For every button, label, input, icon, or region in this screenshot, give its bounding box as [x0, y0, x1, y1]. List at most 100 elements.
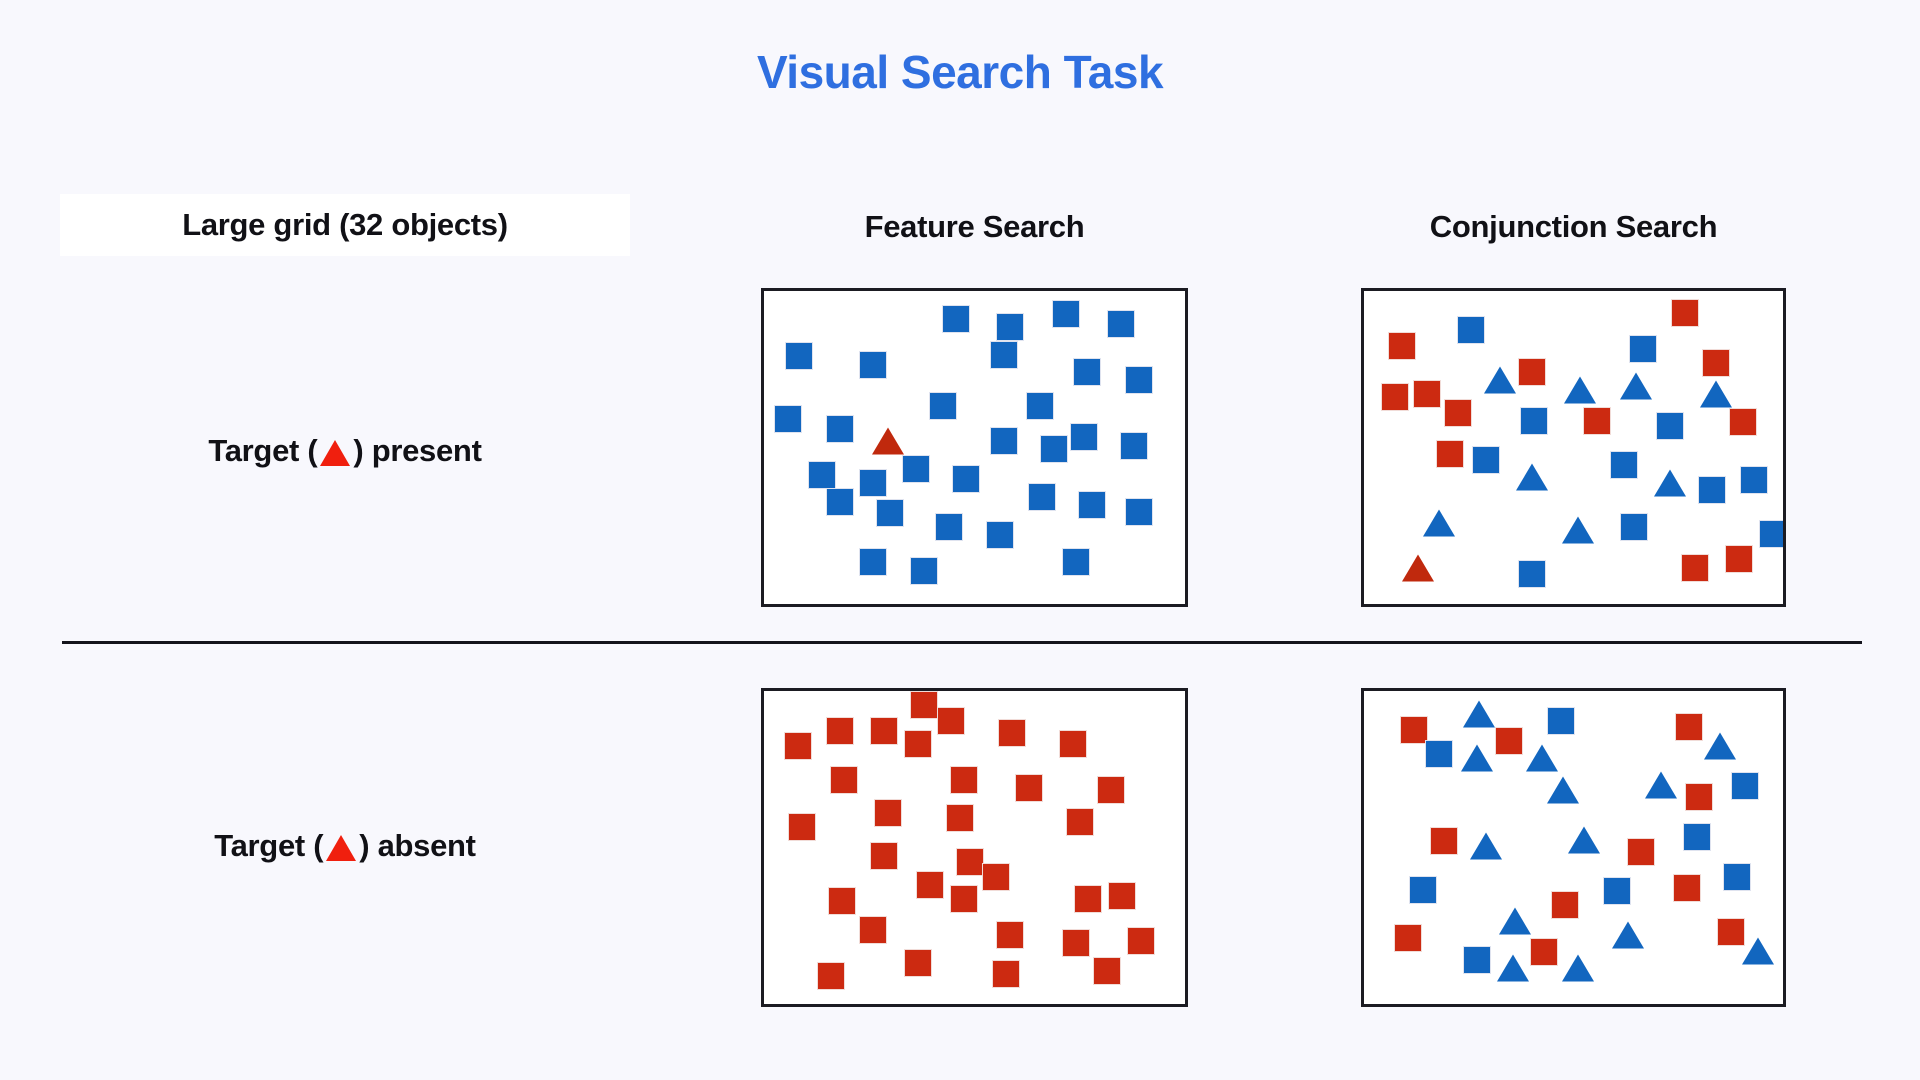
- distractor-blue-square: [928, 392, 957, 421]
- distractor-red-square: [1429, 827, 1458, 856]
- distractor-red-square: [859, 916, 888, 945]
- distractor-blue-square: [996, 312, 1025, 341]
- stimulus-panel-feature-present[interactable]: [761, 288, 1188, 607]
- distractor-red-square: [1551, 891, 1580, 920]
- distractor-blue-triangle: [1547, 776, 1580, 804]
- distractor-blue-triangle: [1699, 380, 1732, 408]
- distractor-blue-square: [1107, 309, 1135, 338]
- distractor-blue-square: [1025, 392, 1054, 421]
- distractor-blue-square: [774, 405, 803, 434]
- distractor-blue-square: [808, 461, 837, 490]
- distractor-red-square: [909, 691, 938, 720]
- distractor-blue-triangle: [1611, 921, 1644, 949]
- distractor-blue-triangle: [1561, 516, 1594, 544]
- distractor-blue-square: [952, 464, 981, 493]
- distractor-red-square: [916, 871, 945, 900]
- distractor-blue-triangle: [1563, 376, 1596, 404]
- distractor-blue-triangle: [1469, 832, 1502, 860]
- distractor-red-square: [1716, 918, 1745, 946]
- distractor-blue-square: [1456, 316, 1485, 345]
- row-label-prefix: Target (: [208, 433, 318, 468]
- distractor-red-square: [1093, 957, 1122, 986]
- distractor-red-square: [1381, 383, 1410, 412]
- stimulus-panel-feature-absent[interactable]: [761, 688, 1188, 1007]
- row-label-target-absent: Target ( ) absent: [60, 823, 630, 869]
- distractor-blue-triangle: [1561, 954, 1594, 982]
- distractor-red-square: [1107, 882, 1136, 910]
- distractor-blue-square: [858, 469, 887, 498]
- distractor-blue-square: [1039, 435, 1068, 464]
- distractor-red-square: [1059, 729, 1088, 758]
- distractor-red-square: [1517, 358, 1546, 387]
- distractor-red-square: [869, 717, 898, 746]
- distractor-blue-triangle: [1498, 907, 1531, 935]
- distractor-blue-square: [1463, 946, 1492, 975]
- distractor-blue-square: [1628, 334, 1657, 363]
- distractor-red-square: [949, 766, 978, 795]
- distractor-red-square: [1061, 928, 1090, 957]
- distractor-blue-square: [1425, 739, 1454, 768]
- distractor-blue-square: [1027, 482, 1056, 511]
- distractor-red-square: [996, 921, 1025, 950]
- distractor-blue-triangle: [1423, 509, 1456, 537]
- distractor-blue-square: [1655, 411, 1684, 440]
- distractor-blue-square: [1620, 513, 1649, 542]
- target-red-triangle: [1402, 554, 1435, 582]
- stimulus-items-layer: [764, 291, 1185, 604]
- distractor-blue-square: [1519, 406, 1548, 435]
- distractor-blue-triangle: [1463, 700, 1496, 728]
- distractor-blue-square: [876, 498, 905, 527]
- distractor-red-square: [1494, 727, 1523, 756]
- distractor-blue-square: [1069, 423, 1098, 452]
- distractor-blue-square: [985, 521, 1014, 550]
- stimulus-panel-conjunction-present[interactable]: [1361, 288, 1786, 607]
- distractor-blue-square: [1078, 491, 1107, 520]
- distractor-blue-triangle: [1461, 744, 1494, 772]
- distractor-red-square: [1674, 712, 1703, 741]
- distractor-red-square: [1530, 938, 1559, 967]
- distractor-blue-triangle: [1741, 937, 1774, 965]
- distractor-red-square: [956, 847, 985, 876]
- distractor-blue-square: [941, 305, 970, 334]
- distractor-red-square: [1670, 298, 1699, 327]
- distractor-red-square: [1725, 544, 1753, 573]
- stimulus-items-layer: [1364, 691, 1783, 1004]
- distractor-blue-square: [1052, 300, 1081, 329]
- distractor-blue-square: [1124, 497, 1153, 526]
- distractor-blue-square: [901, 455, 930, 484]
- distractor-red-square: [874, 799, 903, 828]
- distractor-blue-square: [1697, 475, 1726, 504]
- stimulus-items-layer: [1364, 291, 1783, 604]
- distractor-blue-triangle: [1620, 372, 1653, 400]
- distractor-blue-square: [1471, 446, 1500, 475]
- distractor-red-square: [981, 863, 1010, 892]
- distractor-red-square: [1444, 399, 1473, 428]
- distractor-red-square: [1015, 774, 1044, 803]
- row-divider: [62, 641, 1862, 644]
- stimulus-panel-conjunction-absent[interactable]: [1361, 688, 1786, 1007]
- distractor-red-square: [1393, 924, 1422, 953]
- distractor-blue-square: [989, 341, 1018, 370]
- distractor-blue-square: [1408, 875, 1437, 904]
- distractor-red-square: [1097, 775, 1126, 804]
- distractor-blue-square: [909, 557, 938, 586]
- row-label-suffix: ) present: [353, 433, 482, 468]
- distractor-blue-square: [1073, 357, 1102, 386]
- distractor-blue-square: [784, 342, 813, 371]
- distractor-red-square: [945, 803, 974, 832]
- distractor-red-square: [1685, 783, 1714, 812]
- distractor-red-square: [1681, 554, 1709, 582]
- distractor-red-square: [1729, 408, 1758, 437]
- distractor-blue-triangle: [1515, 463, 1548, 491]
- page-title: Visual Search Task: [756, 46, 1164, 98]
- distractor-red-square: [869, 842, 898, 871]
- distractor-blue-triangle: [1496, 954, 1529, 982]
- distractor-red-square: [1387, 331, 1416, 360]
- distractor-red-square: [1065, 808, 1094, 837]
- distractor-blue-square: [1603, 877, 1632, 906]
- distractor-red-square: [825, 717, 854, 746]
- red-triangle-icon: [320, 440, 351, 466]
- distractor-blue-square: [1722, 863, 1751, 892]
- distractor-red-square: [817, 961, 846, 990]
- condition-badge: Large grid (32 objects): [60, 194, 630, 256]
